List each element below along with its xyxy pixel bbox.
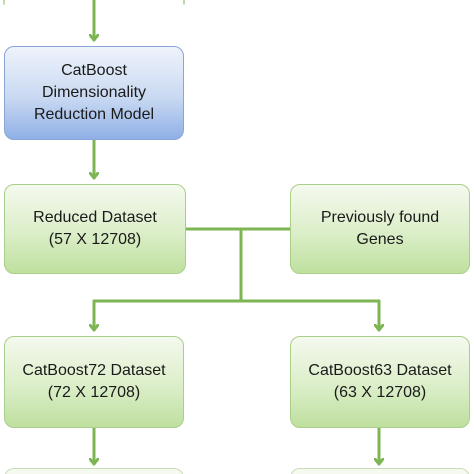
next-box-right-partial [290,468,470,474]
catboost-model-box: CatBoost Dimensionality Reduction Model [4,46,184,140]
catboost63-line-1: CatBoost63 Dataset [308,362,452,379]
catboost63-box: CatBoost63 Dataset (63 X 12708) [290,336,470,428]
catboost-model-line-3: Reduction Model [33,106,155,123]
reduced-dataset-box: Reduced Dataset (57 X 12708) [4,184,186,274]
reduced-dataset-line-2: (57 X 12708) [48,231,142,248]
previous-genes-line-1: Previously found [320,209,440,226]
catboost72-line-2: (72 X 12708) [47,384,141,401]
catboost72-line-1: CatBoost72 Dataset [22,362,166,379]
next-box-left-partial [4,468,184,474]
previous-genes-line-2: Genes [356,231,404,248]
previous-genes-box: Previously found Genes [290,184,470,274]
catboost72-box: CatBoost72 Dataset (72 X 12708) [4,336,184,428]
catboost63-line-2: (63 X 12708) [333,384,427,401]
reduced-dataset-line-1: Reduced Dataset [33,209,157,226]
catboost-model-line-1: CatBoost [61,62,127,79]
catboost-model-line-2: Dimensionality [41,84,147,101]
